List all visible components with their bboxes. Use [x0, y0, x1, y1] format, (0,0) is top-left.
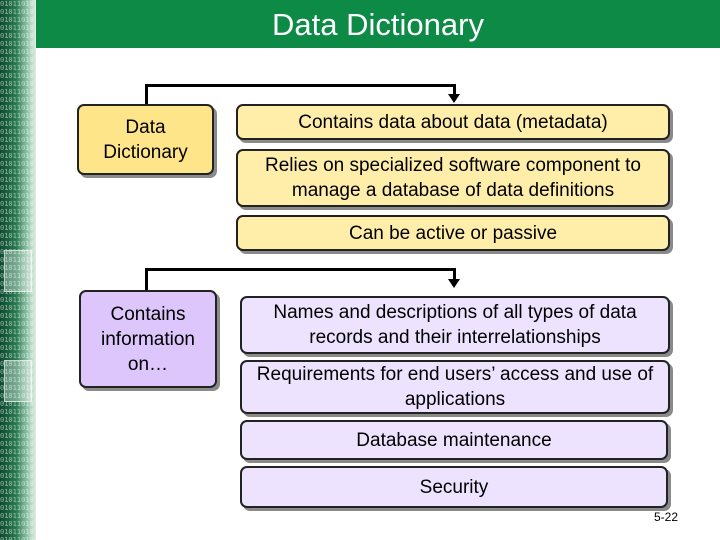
connector-line — [145, 268, 456, 271]
circuit-chip-decoration — [4, 360, 32, 402]
binary-pattern: 0101101001011010010110100101101001011010… — [0, 0, 34, 540]
slide-title: Data Dictionary — [272, 7, 484, 42]
connector-line — [145, 84, 148, 106]
data-dictionary-box: Data Dictionary — [77, 104, 214, 175]
info-box-active-passive: Can be active or passive — [236, 215, 670, 251]
info-box-metadata: Contains data about data (metadata) — [236, 104, 670, 140]
connector-line — [145, 268, 148, 292]
info-box-software: Relies on specialized software component… — [236, 149, 670, 207]
page-number: 5-22 — [654, 510, 679, 524]
connector-line — [453, 84, 456, 94]
info-box-names-descriptions: Names and descriptions of all types of d… — [240, 296, 670, 354]
contains-information-box: Contains information on… — [79, 290, 217, 388]
arrow-head — [448, 279, 460, 288]
connector-line — [453, 268, 456, 279]
arrow-head — [448, 94, 460, 103]
info-box-database-maintenance: Database maintenance — [240, 420, 668, 460]
info-box-security: Security — [240, 466, 668, 508]
decorative-sidebar: 0101101001011010010110100101101001011010… — [0, 0, 36, 540]
title-bar — [36, 0, 720, 48]
circuit-chip-decoration — [4, 250, 32, 292]
info-box-requirements: Requirements for end users’ access and u… — [240, 360, 670, 414]
connector-line — [145, 84, 456, 87]
